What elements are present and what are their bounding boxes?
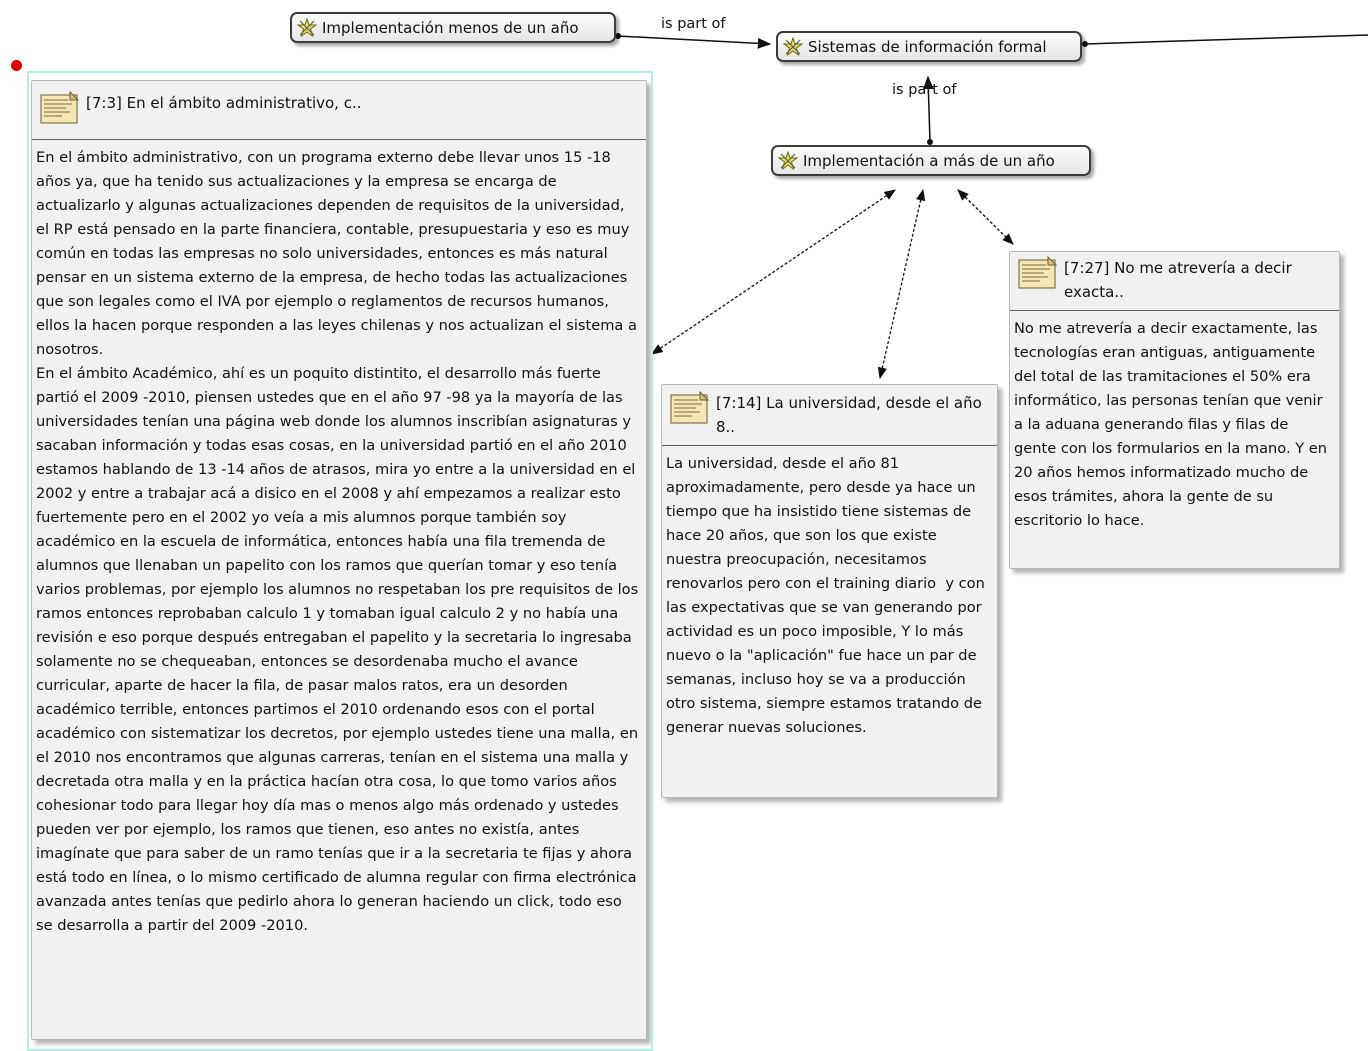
link-mas-to-q727[interactable] <box>957 189 1014 245</box>
quotation-title: [7:27] No me atrevería a decir exacta.. <box>1064 259 1292 301</box>
quotation-7-27[interactable]: [7:27] No me atrevería a decir exacta.. … <box>1009 251 1340 569</box>
code-sparkle-icon <box>778 150 798 170</box>
document-quotation-icon <box>670 391 710 424</box>
code-node-menos[interactable]: Implementación menos de un año <box>290 12 616 43</box>
document-quotation-icon <box>40 91 80 124</box>
code-node-mas[interactable]: Implementación a más de un año <box>771 145 1091 176</box>
network-links <box>615 33 1368 380</box>
document-quotation-icon <box>1018 256 1058 289</box>
quotation-text: La universidad, desde el año 81 aproxima… <box>666 455 990 736</box>
quotation-7-14[interactable]: [7:14] La universidad, desde el año 8.. … <box>661 384 998 798</box>
link-mas-to-q714[interactable] <box>877 188 926 380</box>
code-label: Sistemas de información formal <box>808 37 1047 56</box>
selection-handle[interactable] <box>11 60 22 71</box>
code-sparkle-icon <box>783 36 803 56</box>
relation-label-mas: is part of <box>892 82 957 98</box>
link-mas-to-q73[interactable] <box>651 189 896 355</box>
quotation-title: [7:3] En el ámbito administrativo, c.. <box>86 94 362 112</box>
code-node-formal[interactable]: Sistemas de información formal <box>776 31 1082 62</box>
quotation-text: No me atrevería a decir exactamente, las… <box>1014 320 1332 529</box>
link-mas-to-formal[interactable] <box>922 75 934 145</box>
code-label: Implementación a más de un año <box>803 151 1055 170</box>
link-menos-to-formal[interactable] <box>615 33 772 49</box>
quotation-text: En el ámbito administrativo, con un prog… <box>36 149 639 934</box>
code-sparkle-icon <box>297 17 317 37</box>
selection-frame <box>27 71 653 1051</box>
relation-label-menos: is part of <box>661 16 726 32</box>
quotation-7-3[interactable]: [7:3] En el ámbito administrativo, c.. E… <box>31 80 647 1040</box>
code-label: Implementación menos de un año <box>322 18 579 37</box>
quotation-title: [7:14] La universidad, desde el año 8.. <box>716 394 982 436</box>
link-right-to-formal[interactable] <box>1082 34 1368 47</box>
